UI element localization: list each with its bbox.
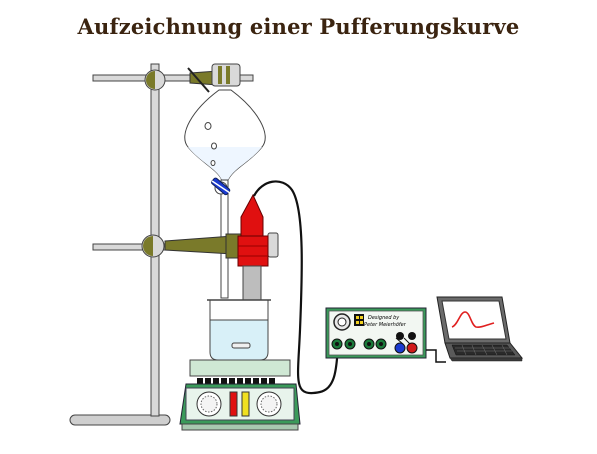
- power-indicator-yellow: [241, 391, 250, 417]
- air-bubble: [210, 160, 216, 166]
- upper-boss-screw: [146, 71, 155, 89]
- titration-curve: [451, 311, 495, 328]
- measuring-interface: Designed by Peter Meierhöfer: [325, 307, 427, 359]
- magnetic-stirrer: [179, 359, 301, 431]
- dropping-funnel: [184, 89, 266, 299]
- socket-blue: [394, 342, 406, 354]
- socket-red: [406, 342, 418, 354]
- designer-credit-line1: Designed by: [368, 315, 400, 321]
- air-bubble: [204, 122, 212, 130]
- socket-black: [408, 332, 416, 340]
- beaker: [207, 299, 271, 361]
- air-bubble: [211, 142, 217, 150]
- socket-black: [396, 332, 404, 340]
- page-title: Aufzeichnung einer Pufferungskurve: [77, 14, 520, 39]
- lower-boss-screw: [143, 236, 153, 256]
- stirrer-top-plate: [189, 359, 291, 377]
- laptop-keyboard: [451, 344, 516, 356]
- beaker-liquid: [209, 319, 269, 361]
- stand-base: [69, 414, 171, 426]
- burette-clamp: [187, 63, 241, 93]
- switch-panel: [354, 314, 364, 326]
- electrode-cap: [240, 193, 264, 238]
- usb-cable: [426, 349, 446, 363]
- electrode-cable: [253, 180, 340, 395]
- power-indicator-red: [229, 391, 238, 417]
- upper-cross-bar: [92, 74, 254, 82]
- designer-credit-line2: Peter Meierhöfer: [364, 322, 407, 328]
- laptop: [436, 296, 524, 362]
- laptop-screen: [441, 300, 507, 340]
- stir-bar: [231, 342, 251, 349]
- electrode-head: [237, 235, 269, 267]
